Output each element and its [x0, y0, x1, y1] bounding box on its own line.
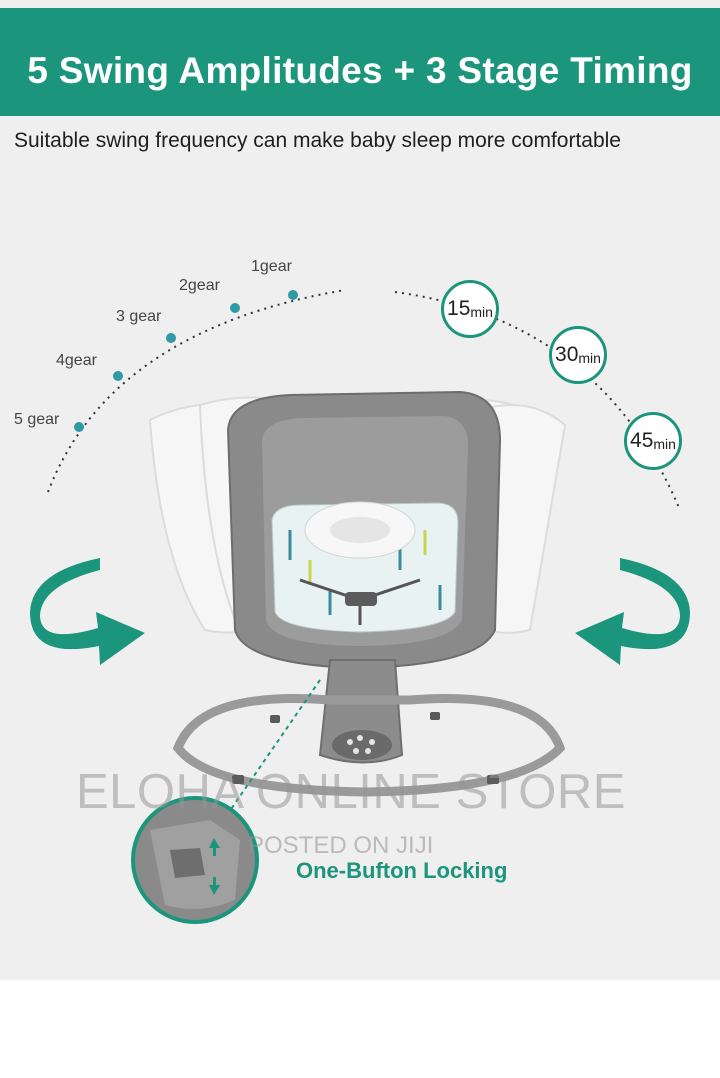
gear-label-4: 4gear — [56, 352, 97, 369]
posted-watermark: POSTED ON JIJI — [248, 832, 434, 859]
gear-dot-5 — [74, 422, 84, 432]
lock-down-arrow-icon — [209, 877, 220, 895]
amplitude-arc — [47, 289, 346, 493]
lock-pointer — [217, 679, 321, 829]
timer-value: 30 — [555, 343, 579, 366]
lock-up-arrow-icon — [209, 838, 220, 856]
gear-label-2: 2gear — [179, 277, 220, 294]
swing-base — [172, 659, 566, 797]
harness-buckle — [345, 592, 377, 606]
control-panel — [332, 730, 392, 760]
swing-illustration — [30, 289, 690, 924]
store-watermark: ELOHA ONLINE STORE — [76, 765, 626, 819]
subtitle: Suitable swing frequency can make baby s… — [14, 129, 621, 152]
gear-label-3: 3 gear — [116, 308, 162, 325]
title-banner: 5 Swing Amplitudes + 3 Stage Timing — [0, 8, 720, 116]
gear-dot-4 — [113, 371, 123, 381]
product-image-panel: 5 Swing Amplitudes + 3 Stage Timing Suit… — [0, 0, 720, 980]
swing-left-arrow-icon — [30, 558, 145, 665]
timer-value: 45 — [630, 429, 654, 452]
timer-unit: min — [470, 304, 493, 320]
timer-unit: min — [578, 350, 601, 366]
gear-label-1: 1gear — [251, 258, 292, 275]
lock-label: One-Bufton Locking — [296, 858, 508, 883]
swing-right-arrow-icon — [575, 558, 690, 665]
gear-dot-1 — [288, 290, 298, 300]
timer-value: 15 — [447, 297, 471, 320]
banner-title: 5 Swing Amplitudes + 3 Stage Timing — [27, 50, 693, 91]
gear-dot-3 — [166, 333, 176, 343]
gear-dot-2 — [230, 303, 240, 313]
timer-unit: min — [653, 436, 676, 452]
swing-seat — [226, 390, 502, 670]
gear-label-5: 5 gear — [14, 411, 60, 428]
